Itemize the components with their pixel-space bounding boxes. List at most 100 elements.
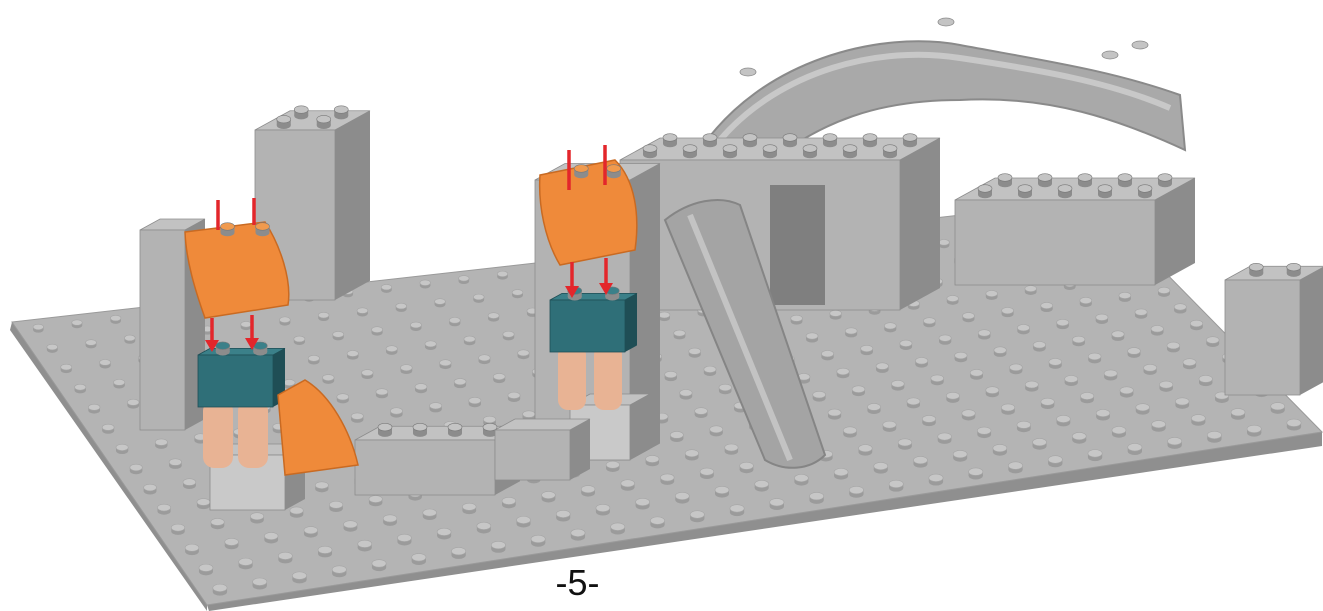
baseplate-stud [211, 518, 224, 529]
baseplate-stud [1174, 304, 1186, 314]
baseplate-stud [369, 496, 382, 507]
baseplate-stud [962, 410, 975, 421]
baseplate-stud [333, 331, 344, 340]
baseplate-stud [241, 321, 252, 330]
stud-top [913, 456, 927, 463]
stud-top [883, 421, 896, 428]
stud-top [929, 474, 943, 482]
baseplate-stud [809, 492, 823, 503]
stud-top [685, 450, 698, 457]
baseplate-stud [659, 312, 670, 321]
stud-top [1017, 324, 1029, 330]
stud-top [830, 310, 842, 316]
baseplate-stud [1152, 421, 1166, 432]
stud-top [1072, 432, 1086, 439]
baseplate-stud [1112, 331, 1125, 341]
baseplate-stud [113, 379, 124, 388]
stud-top [124, 335, 135, 341]
stud-top [351, 413, 363, 419]
stud-top [1168, 437, 1182, 445]
baseplate-stud [1025, 286, 1037, 295]
baseplate-stud [730, 505, 744, 516]
baseplate-stud [680, 389, 693, 399]
stud-top [704, 366, 716, 372]
stud-top [502, 497, 516, 504]
baseplate-stud [264, 532, 278, 543]
stud-top [290, 507, 303, 514]
stud-top [523, 411, 536, 418]
baseplate-stud [606, 461, 619, 472]
baseplate-stud [437, 528, 451, 539]
baseplate-stud [834, 468, 848, 479]
stud-top [755, 480, 769, 487]
stud-top [1112, 331, 1125, 338]
baseplate-stud [725, 444, 738, 455]
front-base-a-stud [448, 423, 462, 431]
baseplate-stud [88, 404, 100, 413]
stud-top [946, 392, 959, 399]
stud-top [250, 513, 263, 520]
baseplate-stud [806, 333, 818, 343]
stud-top [1010, 364, 1023, 371]
stud-top [837, 368, 850, 375]
baseplate-stud [710, 426, 723, 437]
baseplate-stud [1001, 404, 1014, 415]
baseplate-stud [464, 336, 475, 345]
stud-top [1167, 342, 1180, 349]
front-base-brick-b [495, 419, 590, 480]
center-block-stud [723, 145, 737, 153]
baseplate-stud [770, 499, 784, 510]
stud-top [1174, 304, 1186, 310]
stud-top [1104, 370, 1117, 377]
baseplate-stud [124, 335, 135, 344]
stud-top [497, 271, 508, 277]
stud-top [329, 501, 342, 508]
baseplate-stud [72, 320, 83, 328]
baseplate-stud [969, 468, 983, 479]
baseplate-stud [852, 386, 865, 396]
baseplate-stud [884, 323, 896, 333]
stud-top [1088, 450, 1102, 458]
stud-top [715, 486, 729, 493]
stud-top [1183, 359, 1196, 366]
baseplate-stud [1057, 415, 1071, 426]
stud-top [308, 355, 319, 361]
baseplate-stud [923, 318, 935, 328]
stud-top [420, 280, 431, 286]
baseplate-stud [102, 424, 114, 434]
baseplate-stud [938, 433, 952, 444]
stud-top [1112, 427, 1126, 434]
right-wall-front [955, 200, 1155, 285]
stud-top [700, 468, 714, 475]
stud-top [794, 474, 808, 481]
baseplate-stud [660, 474, 674, 485]
stud-top [859, 445, 873, 452]
stud-top [922, 415, 935, 422]
stud-top [740, 462, 754, 469]
stud-top [695, 408, 708, 415]
baseplate-stud [986, 387, 999, 398]
center-block-stud [763, 145, 777, 153]
stud-top [571, 529, 585, 537]
left-pillar-left [203, 400, 233, 468]
baseplate-stud [488, 313, 499, 322]
stud-top [1151, 325, 1164, 332]
stud-top [396, 303, 407, 309]
stud-top [294, 336, 305, 342]
arch-stud [938, 18, 954, 26]
baseplate-stud [1049, 358, 1062, 368]
baseplate-stud [993, 444, 1007, 455]
baseplate-stud [1158, 287, 1170, 297]
baseplate-stud [1120, 387, 1133, 398]
stud-top [1120, 387, 1133, 394]
middle-teal-brick-front [550, 300, 625, 352]
baseplate-stud [454, 379, 466, 389]
center-block-stud [883, 145, 897, 153]
stud-top [710, 426, 723, 433]
baseplate-stud [1017, 324, 1029, 334]
baseplate-stud [440, 360, 452, 369]
stud-top [430, 403, 442, 409]
baseplate-stud [1033, 438, 1047, 449]
stud-top [517, 516, 531, 523]
baseplate-stud [1190, 320, 1203, 330]
